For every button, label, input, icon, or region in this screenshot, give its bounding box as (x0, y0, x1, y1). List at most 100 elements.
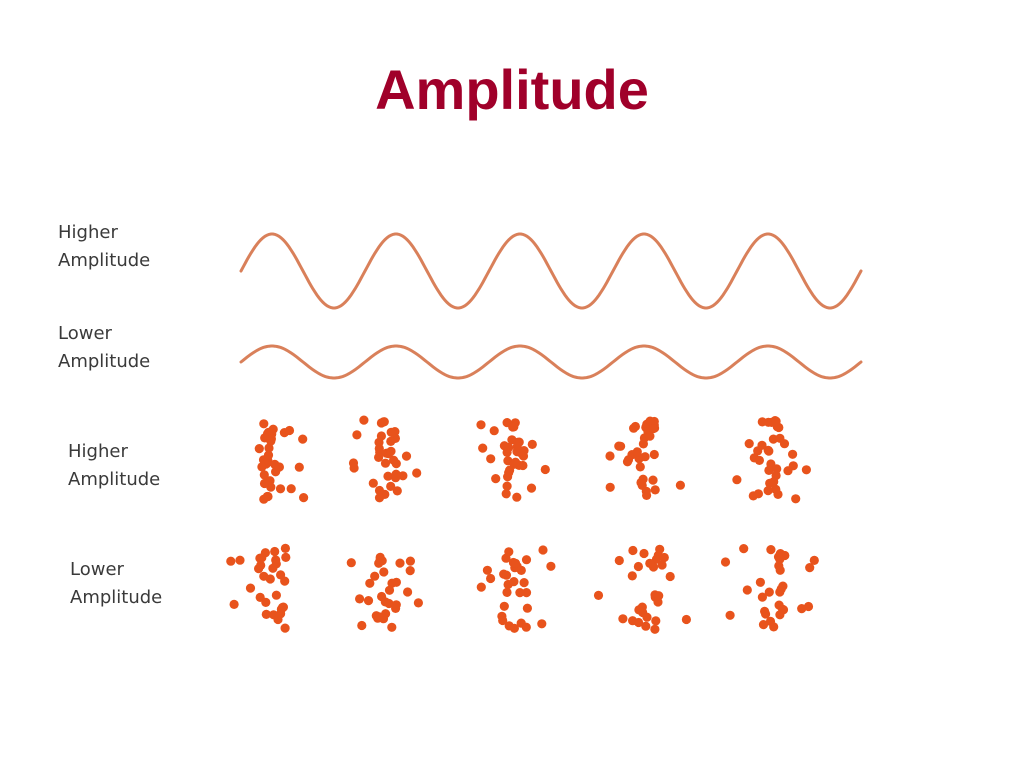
particle-dot (655, 544, 665, 554)
label-line-2: Amplitude (68, 469, 161, 490)
particle-dot (519, 578, 529, 588)
particle-dot (645, 431, 655, 441)
particle-dot (764, 446, 774, 456)
label-higher-amplitude-wave: Higher Amplitude (58, 219, 150, 275)
particle-dot (502, 587, 512, 598)
particle-dot (739, 544, 749, 554)
particle-dot (527, 439, 537, 449)
particle-dot (791, 494, 801, 504)
particle-dot (725, 610, 735, 620)
particle-dot (392, 486, 402, 496)
particle-dot (509, 422, 519, 432)
particle-dot (636, 477, 646, 488)
particle-dot (349, 463, 359, 473)
particle-dot (629, 423, 639, 433)
particle-dot (675, 480, 686, 490)
particle-dot (377, 556, 387, 566)
particle-dot (370, 571, 380, 581)
particle-dot (274, 462, 284, 472)
label-lower-amplitude-wave: Lower Amplitude (58, 320, 150, 376)
particle-dot (352, 430, 362, 440)
particle-dot (720, 557, 731, 567)
particle-dot (760, 606, 770, 617)
particle-dot (264, 443, 274, 453)
particle-dot (778, 605, 789, 615)
particle-dot (403, 587, 413, 597)
particle-dot (254, 444, 264, 454)
particle-dot (389, 455, 399, 465)
particle-dot (391, 603, 401, 614)
particle-dot (755, 577, 766, 587)
particles-higher-amplitude (254, 415, 812, 504)
particle-dot (280, 623, 290, 633)
particles-lower-amplitude (226, 543, 819, 634)
particle-dot (504, 547, 514, 557)
particle-dot (235, 555, 245, 565)
particle-dot (654, 591, 664, 601)
particle-dot (618, 614, 628, 624)
particle-dot (764, 465, 774, 475)
particle-dot (357, 620, 367, 631)
particle-dot (521, 588, 532, 598)
particle-dot (628, 545, 638, 556)
particle-dot (259, 478, 270, 489)
particle-dot (769, 477, 779, 487)
particle-dot (801, 465, 812, 475)
particle-dot (405, 566, 415, 576)
particle-dot (515, 588, 525, 598)
particle-dot (386, 427, 396, 437)
particle-dot (635, 462, 645, 472)
particle-dot (294, 462, 304, 472)
particle-group (226, 415, 819, 634)
particle-dot (771, 484, 781, 494)
particle-dot (772, 464, 782, 474)
particle-dot (546, 561, 556, 571)
particle-dot (374, 612, 384, 622)
particle-dot (537, 619, 547, 629)
particle-dot (605, 482, 615, 492)
particle-dot (298, 434, 308, 444)
particle-dot (395, 558, 405, 568)
particle-dot (229, 599, 239, 610)
particle-dot (256, 560, 266, 571)
particle-dot (645, 558, 655, 569)
particle-dot (501, 570, 512, 580)
particle-dot (391, 577, 401, 587)
particle-dot (374, 493, 385, 503)
particle-dot (645, 416, 655, 426)
particle-dot (259, 494, 269, 504)
label-lower-amplitude-particles: Lower Amplitude (70, 556, 162, 612)
particle-dot (665, 571, 675, 582)
particle-dot (486, 573, 496, 584)
particle-dot (284, 425, 295, 436)
particle-dot (639, 548, 649, 559)
wave-higher-amplitude (239, 232, 863, 310)
particle-dot (280, 543, 290, 554)
particle-dot (775, 565, 785, 575)
particle-dot (641, 486, 651, 496)
particle-dot (518, 451, 529, 461)
particle-dot (809, 555, 819, 566)
particle-dot (805, 563, 815, 573)
particle-dot (265, 574, 275, 584)
label-line-2: Amplitude (58, 250, 151, 271)
slide-title: Amplitude (375, 58, 649, 121)
wave-group (239, 232, 863, 380)
particle-dot (499, 601, 509, 611)
particle-dot (261, 609, 271, 620)
particle-dot (263, 450, 274, 460)
particle-dot (765, 616, 776, 627)
particle-dot (401, 451, 412, 461)
label-line-2: Amplitude (58, 351, 151, 372)
label-higher-amplitude-particles: Higher Amplitude (68, 438, 160, 494)
particle-dot (614, 555, 624, 566)
wave-lower-amplitude (239, 344, 863, 380)
particle-dot (803, 601, 814, 612)
particle-dot (522, 603, 533, 613)
particle-dot (538, 545, 548, 555)
particle-dot (540, 464, 550, 475)
particle-dot (270, 546, 280, 557)
particle-dot (379, 567, 389, 577)
particle-dot (503, 472, 513, 482)
